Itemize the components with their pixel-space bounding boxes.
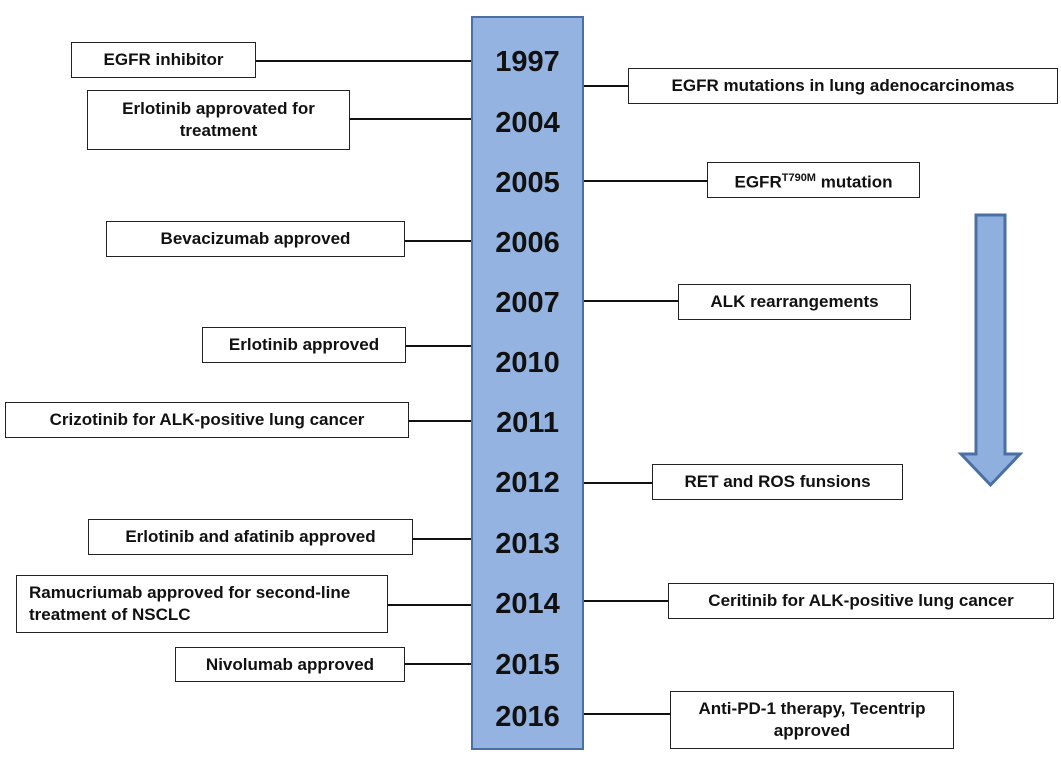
connector-line [349,118,471,120]
connector-line [255,60,471,62]
year-label: 2012 [495,467,560,499]
connector-line [584,180,708,182]
event-box-left: Ramucriumab approved for second-line tre… [16,575,388,633]
down-arrow-icon [957,213,1024,488]
event-box-right: Ceritinib for ALK-positive lung cancer [668,583,1054,619]
event-box-left: Erlotinib approvated for treatment [87,90,350,150]
connector-line [412,538,471,540]
year-label: 2006 [495,227,560,259]
year-label: 2015 [495,649,560,681]
year-label: 2016 [495,701,560,733]
year-label: 2005 [495,167,560,199]
event-box-right: EGFR mutations in lung adenocarcinomas [628,68,1058,104]
timeline-bar [471,16,584,750]
connector-line [408,420,471,422]
connector-line [584,85,629,87]
connector-line [404,663,471,665]
event-box-right: ALK rearrangements [678,284,911,320]
event-box-right: RET and ROS funsions [652,464,903,500]
year-label: 1997 [495,46,560,78]
connector-line [387,604,471,606]
year-label: 2010 [495,347,560,379]
event-box-left: Nivolumab approved [175,647,405,682]
event-box-left: Crizotinib for ALK-positive lung cancer [5,402,409,438]
connector-line [405,345,471,347]
event-box-left: Erlotinib and afatinib approved [88,519,413,555]
connector-line [584,482,653,484]
year-label: 2004 [495,107,560,139]
connector-line [584,600,669,602]
event-box-left: Erlotinib approved [202,327,406,363]
connector-line [584,713,671,715]
year-label: 2014 [495,588,560,620]
year-label: 2013 [495,528,560,560]
event-box-left: Bevacizumab approved [106,221,405,257]
connector-line [404,240,471,242]
connector-line [584,300,679,302]
event-box-left: EGFR inhibitor [71,42,256,78]
event-box-right: EGFRT790M mutation [707,162,920,198]
year-label: 2007 [495,287,560,319]
year-label: 2011 [496,407,559,439]
event-box-right: Anti-PD-1 therapy, Tecentrip approved [670,691,954,749]
